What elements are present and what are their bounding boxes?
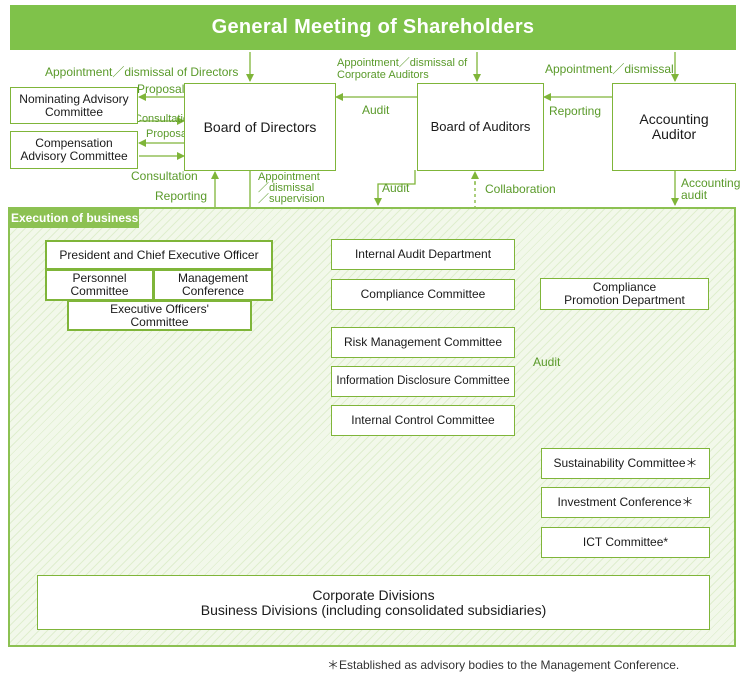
label-reporting-2: Reporting <box>155 189 208 203</box>
president-ceo-label: President and Chief Executive Officer <box>59 247 259 262</box>
personnel-line-2: Committee <box>70 284 129 298</box>
general-meeting-bar: General Meeting of Shareholders <box>10 5 736 50</box>
board-of-directors-label: Board of Directors <box>203 118 317 135</box>
exec-officers-line-1: Executive Officers' <box>110 301 209 316</box>
management-conference: Management Conference <box>153 269 273 301</box>
compliance-promo-line-1: Compliance <box>592 280 657 295</box>
management-line-1: Management <box>177 271 249 286</box>
compensation-line-2: Advisory Committee <box>20 149 128 163</box>
label-proposal-1: Proposal <box>137 82 185 96</box>
board-of-auditors-label: Board of Auditors <box>430 119 531 135</box>
risk-management-committee: Risk Management Committee <box>331 327 515 358</box>
label-audit-3: Audit <box>533 355 561 369</box>
execution-of-business-tag: Execution of business <box>8 207 139 228</box>
label-accounting-audit-1: Accounting <box>681 176 741 190</box>
risk-label: Risk Management Committee <box>343 335 503 350</box>
investment-conference: Investment Conference＊ <box>541 487 710 518</box>
personnel-committee: Personnel Committee <box>45 269 154 301</box>
execution-of-business-label: Execution of business <box>11 210 139 225</box>
internal-audit-label: Internal Audit Department <box>354 247 492 262</box>
label-appt-auditors-2: Corporate Auditors <box>337 69 429 81</box>
label-appt-supervision-2: ／dismissal <box>258 182 315 194</box>
accounting-auditor: Accounting Auditor <box>612 83 736 171</box>
label-audit-1: Audit <box>362 103 390 117</box>
label-consultation-2: Consultation <box>131 169 198 183</box>
nominating-line-1: Nominating Advisory <box>19 91 129 106</box>
compliance-committee: Compliance Committee <box>331 279 515 310</box>
sustainability-committee: Sustainability Committee＊ <box>541 448 710 479</box>
personnel-line-1: Personnel <box>72 271 127 286</box>
internal-audit-department: Internal Audit Department <box>331 239 515 270</box>
compliance-promo-line-2: Promotion Department <box>564 293 685 307</box>
management-line-2: Conference <box>181 284 245 298</box>
compliance-promotion-department: Compliance Promotion Department <box>540 278 709 310</box>
exec-officers-line-2: Committee <box>130 314 189 329</box>
nominating-advisory-committee: Nominating Advisory Committee <box>10 87 138 124</box>
internal-control-committee: Internal Control Committee <box>331 405 515 436</box>
compensation-line-1: Compensation <box>35 136 113 151</box>
corporate-line-1: Corporate Divisions <box>312 586 435 603</box>
footnote: ＊Established as advisory bodies to the M… <box>327 658 680 672</box>
investment-label: Investment Conference＊ <box>557 495 694 510</box>
ict-committee: ICT Committee* <box>541 527 710 558</box>
board-of-auditors: Board of Auditors <box>417 83 544 171</box>
executive-officers-committee: Executive Officers' Committee <box>67 300 252 331</box>
label-appt-supervision-3: ／supervision <box>258 193 325 205</box>
label-appt-directors: Appointment／dismissal of Directors <box>45 65 239 79</box>
label-consultation-1: Consultation <box>134 113 196 125</box>
accounting-auditor-line-1: Accounting <box>639 111 709 128</box>
label-audit-2: Audit <box>382 181 410 195</box>
info-disclosure-label: Information Disclosure Committee <box>336 375 510 388</box>
sustainability-label: Sustainability Committee＊ <box>553 456 698 471</box>
corporate-line-2: Business Divisions (including consolidat… <box>200 601 547 618</box>
compensation-advisory-committee: Compensation Advisory Committee <box>10 131 138 169</box>
label-collaboration: Collaboration <box>485 182 556 196</box>
information-disclosure-committee: Information Disclosure Committee <box>331 366 515 397</box>
nominating-line-2: Committee <box>44 104 103 119</box>
label-accounting-audit-2: audit <box>681 188 708 202</box>
general-meeting-title: General Meeting of Shareholders <box>211 16 535 38</box>
label-proposal-2: Proposal <box>146 128 190 140</box>
ict-label: ICT Committee* <box>582 535 669 550</box>
internal-control-label: Internal Control Committee <box>351 413 495 428</box>
label-appt-supervision-1: Appointment <box>258 171 320 183</box>
president-ceo: President and Chief Executive Officer <box>45 240 273 270</box>
label-reporting-1: Reporting <box>549 104 602 118</box>
board-of-directors: Board of Directors <box>184 83 336 171</box>
corporate-business-divisions: Corporate Divisions Business Divisions (… <box>37 575 710 630</box>
label-appt-auditors-1: Appointment／dismissal of <box>337 57 468 69</box>
label-appt-dismissal: Appointment／dismissal <box>545 62 674 76</box>
compliance-committee-label: Compliance Committee <box>360 287 486 302</box>
accounting-auditor-line-2: Auditor <box>651 126 697 142</box>
